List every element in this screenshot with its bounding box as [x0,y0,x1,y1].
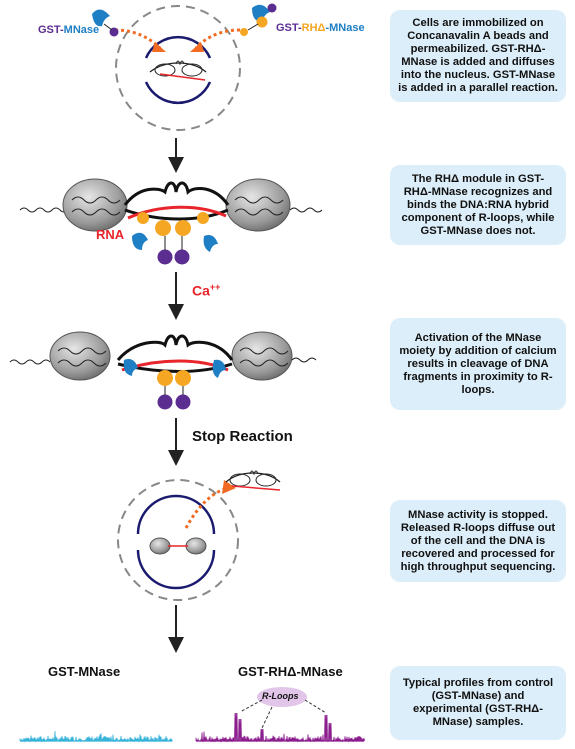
nucleosome-left-cut [49,331,111,381]
gst-prefix: GST- [38,24,64,36]
profile-experimental [195,712,365,743]
mnase-left-bound [132,232,148,250]
step-3-text: Activation of the MNase moiety by additi… [399,331,557,396]
step-box-4: MNase activity is stopped. Released R-lo… [390,500,566,582]
stage3-cleavage [9,331,317,410]
mnase-text-right: -MNase [325,22,365,34]
nucleus-envelope [144,36,212,59]
cell-membrane-dashed-2 [117,479,239,601]
step-4-text: MNase activity is stopped. Released R-lo… [400,508,556,573]
profile-trace [19,731,173,743]
profile-control [19,731,173,743]
profile-left-label: GST-MNase [48,664,121,679]
mnase-left-cleaving [123,359,138,376]
profile-trace [195,712,365,743]
nucleosome-left [62,178,128,232]
cut-nucleosome-b [185,537,207,555]
gst-mnase-enzyme-top [92,9,119,37]
rhd-text: RHΔ [301,22,326,34]
step-5-text: Typical profiles from control (GST-MNase… [402,677,554,728]
rloop-fragment [116,334,234,362]
step-box-1: Cells are immobilized on Concanavalin A … [390,10,566,102]
gst-rhd-mnase-enzyme-top [240,3,277,36]
rloop-dna-strand [123,181,230,206]
rloops-bubble [257,687,307,707]
cell-membrane-dashed [115,5,241,131]
entry-arrow-right [194,28,241,50]
gst-dimer-right [174,249,190,265]
rna-strand [127,205,227,220]
mnase-right-cleaving [212,359,226,378]
step-box-5: Typical profiles from control (GST-MNase… [390,666,566,740]
mnase-text: MNase [63,24,100,36]
stage2-binding [19,178,323,265]
top-left-enzyme-label: GST-MNase [38,24,99,36]
rloops-label: R-Loops [262,691,299,701]
step-1-text: Cells are immobilized on Concanavalin A … [398,17,558,94]
calcium-charge: ++ [209,282,221,292]
cut-nucleosome-a [149,537,171,555]
rloops-pointer-1 [239,699,263,713]
step-2-text: The RHΔ module in GST-RHΔ-MNase recogniz… [401,172,555,237]
top-right-enzyme-label: GST-RHΔ-MNase [276,22,365,34]
step-box-2: The RHΔ module in GST-RHΔ-MNase recogniz… [390,165,566,245]
stop-reaction-label: Stop Reaction [192,428,293,445]
mini-rloop [149,60,207,81]
nucleosome-right [225,178,291,232]
release-arrow [184,486,229,529]
profile-right-label: GST-RHΔ-MNase [238,664,343,679]
gst-prefix-right: GST- [276,22,302,34]
step-box-3: Activation of the MNase moiety by additi… [390,318,566,410]
calcium-text: Ca [192,282,210,299]
stage4-release [117,470,281,601]
calcium-label: Ca++ [192,282,220,299]
gst-dimer-left [157,249,173,265]
mnase-right-bound [203,235,218,252]
nucleosome-right-cut [231,331,293,381]
released-rloop [225,470,281,491]
stage1-cell [92,3,277,131]
rloops-pointer-2 [304,699,327,714]
rna-label: RNA [96,227,125,242]
entry-arrow-left [114,28,162,50]
